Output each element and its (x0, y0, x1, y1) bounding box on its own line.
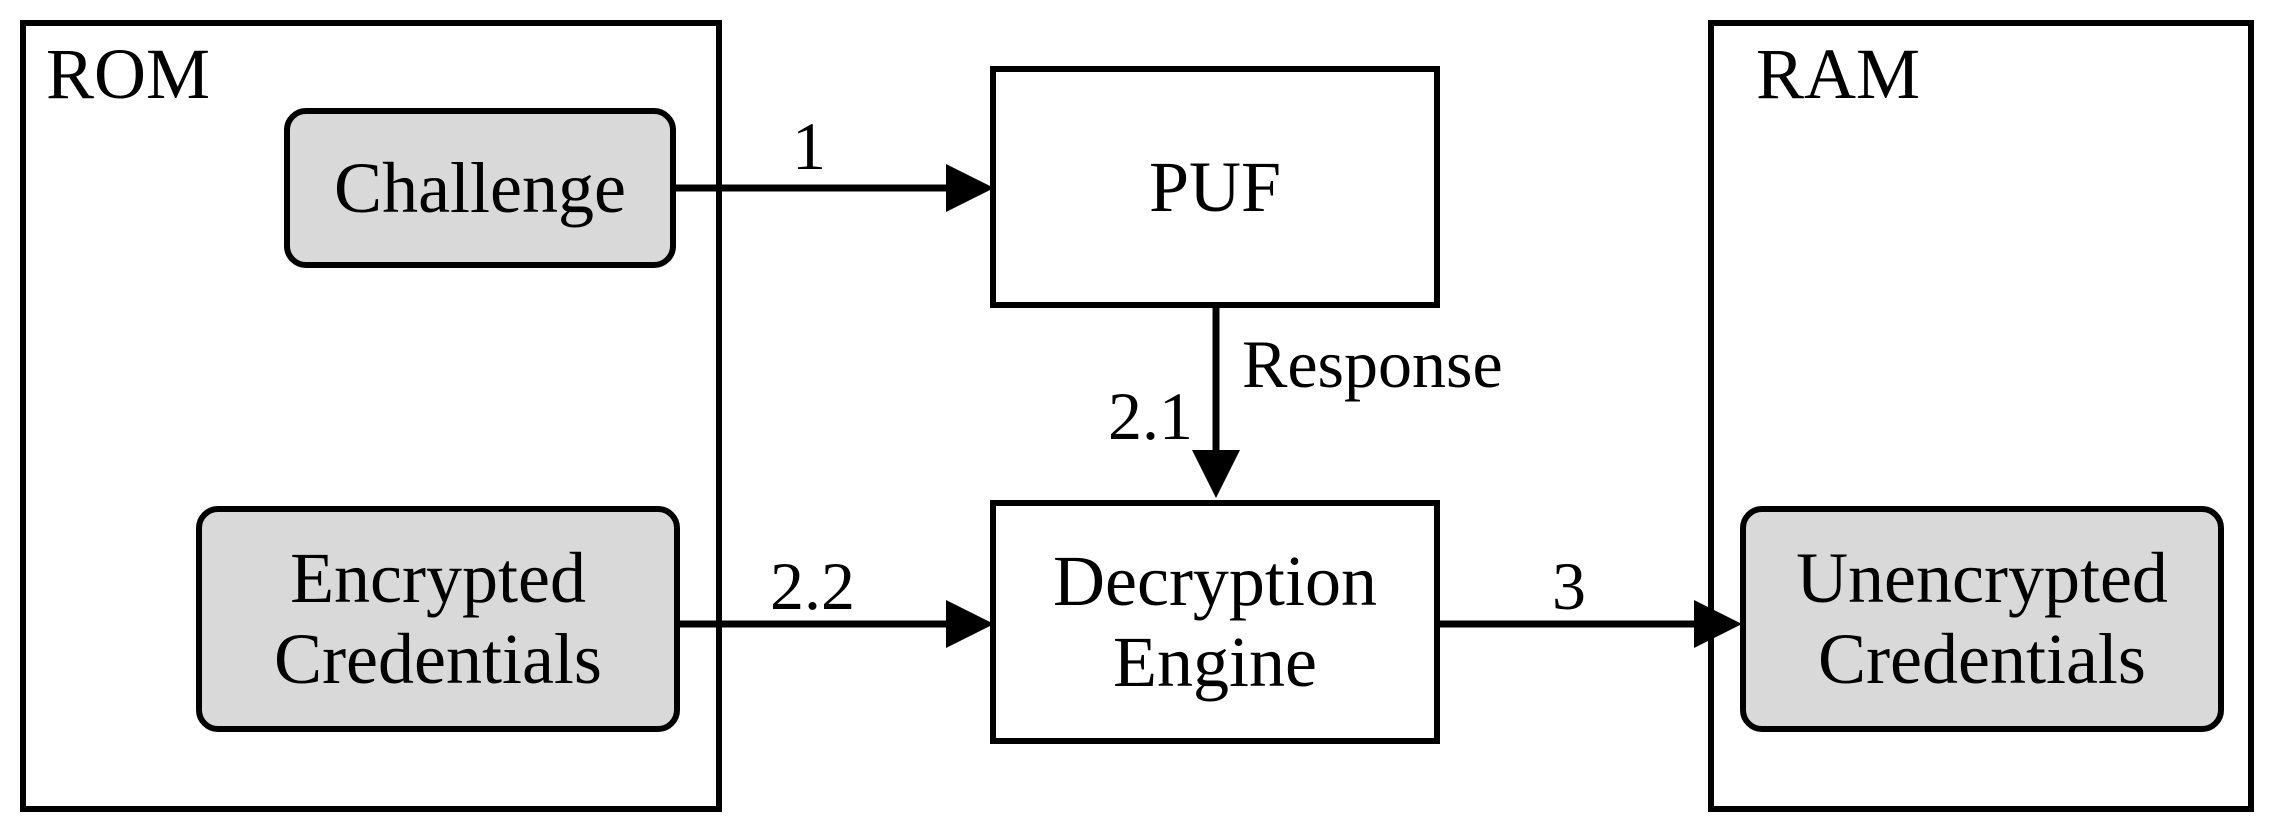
unencrypted-credentials-line1: Unencrypted (1796, 538, 2168, 619)
arrowhead-decryption-to-unencrypted (1694, 600, 1742, 648)
arrowhead-encrypted-to-decryption (946, 600, 994, 648)
edge-label-3: 3 (1552, 548, 1586, 624)
encrypted-credentials-node: Encrypted Credentials (196, 506, 680, 732)
edge-label-1: 1 (792, 108, 826, 184)
challenge-node: Challenge (284, 108, 676, 268)
decryption-engine-line1: Decryption (1053, 541, 1377, 622)
edge-label-2-1: 2.1 (1108, 378, 1193, 454)
rom-label: ROM (46, 34, 211, 114)
decryption-engine-line2: Engine (1113, 622, 1317, 702)
arrowhead-puf-to-decryption (1192, 450, 1240, 498)
arrowhead-challenge-to-puf (946, 164, 994, 212)
unencrypted-credentials-node: Unencrypted Credentials (1740, 506, 2224, 732)
encrypted-credentials-line2: Credentials (274, 619, 602, 699)
ram-label: RAM (1756, 34, 1921, 114)
challenge-label: Challenge (334, 147, 626, 228)
encrypted-credentials-line1: Encrypted (290, 538, 586, 619)
edge-label-response: Response (1242, 326, 1503, 402)
puf-node: PUF (990, 66, 1440, 308)
unencrypted-credentials-line2: Credentials (1818, 619, 2146, 699)
decryption-engine-node: Decryption Engine (990, 500, 1440, 744)
edge-label-2-2: 2.2 (770, 548, 855, 624)
puf-label: PUF (1148, 146, 1282, 227)
